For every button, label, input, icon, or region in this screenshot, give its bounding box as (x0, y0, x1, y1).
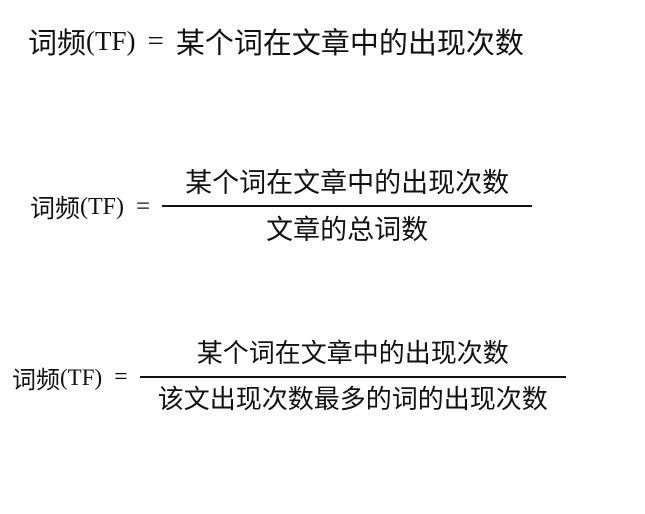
fraction-bar (162, 205, 533, 208)
fraction-bar (139, 375, 566, 378)
formula-tf-count: 词频 (TF) = 某个词在文章中的出现次数 (28, 20, 524, 62)
fraction-denominator: 文章的总词数 (266, 215, 429, 247)
equals-sign: = (136, 193, 151, 221)
formula-rhs-text: 某个词在文章中的出现次数 (175, 26, 524, 60)
formula-lhs-label: 词频 (30, 194, 81, 224)
formula-tf-normalized-total: 词频 (TF) = 某个词在文章中的出现次数 文章的总词数 (30, 168, 533, 247)
formula-lhs-abbr: (TF) (80, 193, 125, 220)
fraction-denominator: 该文出现次数最多的词的出现次数 (157, 384, 548, 415)
fraction: 某个词在文章中的出现次数 该文出现次数最多的词的出现次数 (139, 339, 566, 416)
equals-sign: = (147, 24, 164, 57)
formula-lhs-abbr: (TF) (60, 364, 103, 390)
formula-tf-normalized-max: 词频 (TF) = 某个词在文章中的出现次数 该文出现次数最多的词的出现次数 (12, 339, 566, 416)
formula-lhs-abbr: (TF) (86, 25, 136, 56)
equals-sign: = (114, 364, 128, 391)
formula-lhs-label: 词频 (12, 366, 60, 395)
fraction-numerator: 某个词在文章中的出现次数 (185, 168, 510, 199)
fraction-numerator: 某个词在文章中的出现次数 (196, 339, 509, 369)
formula-lhs-label: 词频 (28, 26, 87, 60)
fraction: 某个词在文章中的出现次数 文章的总词数 (162, 168, 533, 247)
